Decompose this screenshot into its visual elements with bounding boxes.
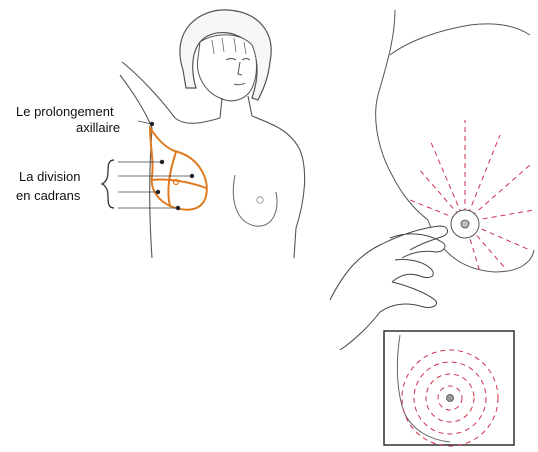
label-axillary-extension-line1: Le prolongement [16, 103, 114, 120]
armpit-contour [390, 24, 530, 55]
label-quadrant-division-line2: en cadrans [16, 187, 80, 204]
label-axillary-extension-line2: axillaire [76, 119, 120, 136]
nipple [461, 220, 469, 228]
body-contour [376, 10, 428, 220]
inset-frame [384, 331, 514, 445]
label-quadrant-division-line1: La division [19, 168, 80, 185]
inset-nipple [447, 395, 454, 402]
